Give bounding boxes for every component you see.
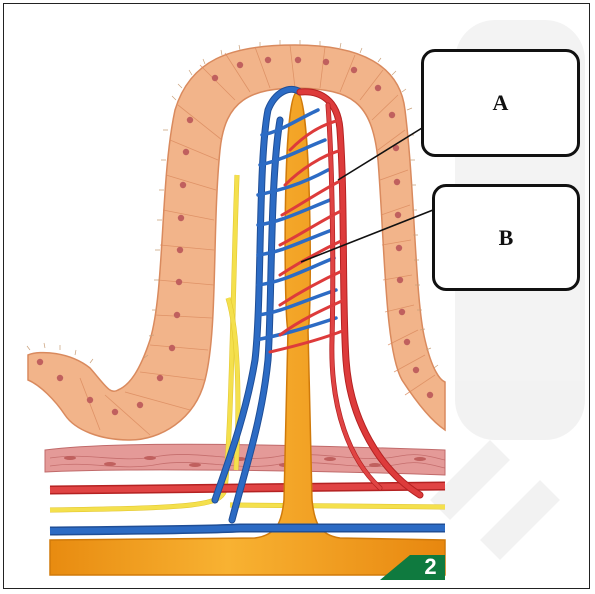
label-box-a: A — [421, 49, 580, 157]
vein-base — [50, 528, 445, 531]
artery-base — [50, 486, 445, 490]
label-box-b: B — [432, 184, 580, 291]
page-number: 2 — [404, 555, 445, 578]
label-a: A — [493, 90, 509, 116]
label-b: B — [499, 225, 514, 251]
